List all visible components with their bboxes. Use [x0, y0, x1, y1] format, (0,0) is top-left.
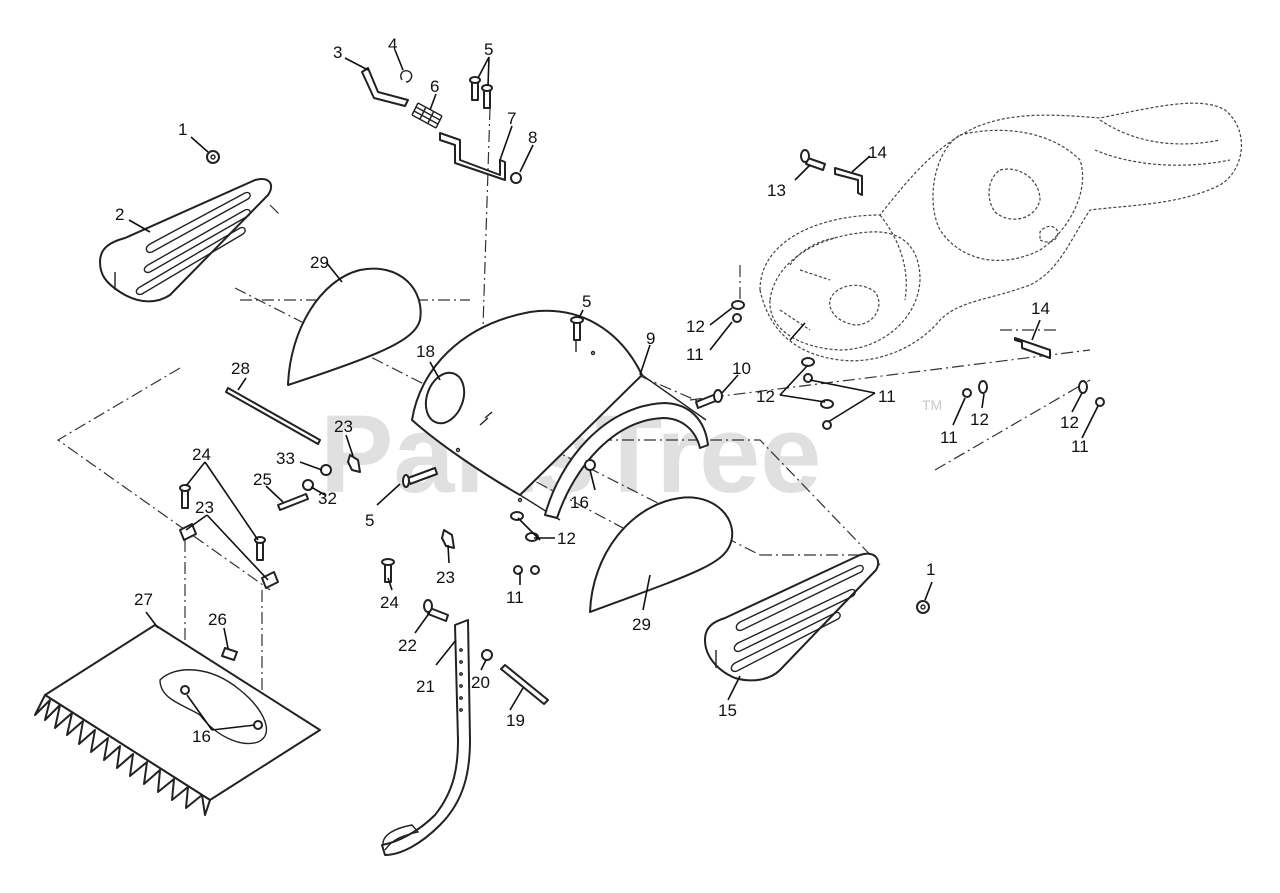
- callout-24-upper: 24: [192, 445, 211, 464]
- callout-12-lower: 12: [557, 529, 576, 548]
- callout-12-right-b: 12: [1060, 413, 1079, 432]
- callout-24-lower: 24: [380, 593, 399, 612]
- left-side-shield[interactable]: [99, 178, 273, 303]
- callout-5-top: 5: [484, 40, 493, 59]
- hood-arched-flap[interactable]: [544, 402, 709, 519]
- callout-23-lower: 23: [436, 568, 455, 587]
- callout-15: 15: [718, 701, 737, 720]
- callout-1-lower: 1: [926, 560, 935, 579]
- pin-19[interactable]: [500, 664, 549, 705]
- nut-16-group[interactable]: [180, 459, 596, 730]
- hex-nut-1-upper[interactable]: [206, 150, 220, 164]
- callout-16-hood: 16: [570, 493, 589, 512]
- callout-8: 8: [528, 128, 537, 147]
- retaining-clip[interactable]: [400, 70, 413, 83]
- axle-pin-28[interactable]: [225, 387, 321, 445]
- callout-12-upper-left: 12: [686, 317, 705, 336]
- callout-11-right-b: 11: [1071, 437, 1089, 456]
- watermark-trademark: TM: [922, 397, 942, 413]
- washer-12-group[interactable]: [510, 300, 1088, 542]
- compression-spring[interactable]: [411, 102, 443, 129]
- clamp-center[interactable]: [347, 454, 361, 473]
- callout-20: 20: [471, 673, 490, 692]
- key-26[interactable]: [221, 647, 238, 661]
- bolt-13[interactable]: [800, 149, 826, 171]
- bolt-22[interactable]: [423, 599, 449, 622]
- callout-11-lower: 11: [506, 588, 524, 607]
- leader-lines: [128, 49, 1099, 731]
- callout-19: 19: [506, 711, 525, 730]
- clamp-lower[interactable]: [441, 529, 455, 549]
- washer-33[interactable]: [320, 464, 332, 476]
- bolt-24-lower[interactable]: [381, 558, 395, 583]
- drag-shield[interactable]: [34, 624, 321, 816]
- callout-5-hood: 5: [582, 292, 591, 311]
- hood-decal[interactable]: [419, 367, 471, 428]
- callout-3: 3: [333, 43, 342, 62]
- callout-21: 21: [416, 677, 435, 696]
- left-side-guard[interactable]: [287, 267, 422, 386]
- hex-nut-1-lower[interactable]: [916, 600, 930, 614]
- callout-27: 27: [134, 590, 153, 609]
- callout-numbers: 1 1 2 3 4 5 5 5 6 7 8 9 10 11 11 11 11 1…: [115, 35, 1089, 746]
- callout-29-right: 29: [632, 615, 651, 634]
- callout-13: 13: [767, 181, 786, 200]
- callout-18: 18: [416, 342, 435, 361]
- clamp-left-pair[interactable]: [179, 523, 279, 589]
- callout-14-upper: 14: [868, 143, 887, 162]
- callout-33: 33: [276, 449, 295, 468]
- callout-4: 4: [388, 35, 397, 54]
- callout-6: 6: [430, 77, 439, 96]
- callout-12-right-a: 12: [970, 410, 989, 429]
- callout-25: 25: [253, 470, 272, 489]
- nut-11-group[interactable]: [513, 313, 1105, 575]
- right-side-shield[interactable]: [704, 552, 880, 682]
- callout-23-left: 23: [195, 498, 214, 517]
- callout-11-right-a: 11: [940, 428, 958, 447]
- right-side-guard[interactable]: [589, 496, 733, 613]
- callout-14-lower: 14: [1031, 299, 1050, 318]
- callout-1-upper: 1: [178, 120, 187, 139]
- bracket-upper[interactable]: [834, 167, 863, 196]
- latch-bracket[interactable]: [439, 132, 506, 181]
- callout-11-center: 11: [878, 387, 896, 406]
- bolt-24-upper[interactable]: [179, 484, 266, 561]
- callout-5-side: 5: [365, 511, 374, 530]
- callout-29-left: 29: [310, 253, 329, 272]
- hood-bolt[interactable]: [570, 316, 584, 341]
- callout-28: 28: [231, 359, 250, 378]
- side-bolt[interactable]: [402, 467, 438, 488]
- engine-housing-outline: [759, 102, 1243, 362]
- callout-16-drag: 16: [192, 727, 211, 746]
- latch-nut[interactable]: [510, 172, 522, 184]
- depth-bar[interactable]: [381, 619, 471, 856]
- bolt-top-pair[interactable]: [469, 76, 493, 109]
- callout-11-upper-left: 11: [686, 345, 704, 364]
- callout-12-center: 12: [756, 387, 775, 406]
- bolt-10[interactable]: [695, 389, 723, 409]
- callout-10: 10: [732, 359, 751, 378]
- small-hardware: [479, 340, 577, 426]
- pin-25[interactable]: [277, 493, 309, 511]
- callout-2: 2: [115, 205, 124, 224]
- washer-32[interactable]: [302, 479, 314, 491]
- callout-23-center: 23: [334, 417, 353, 436]
- latch-rod[interactable]: [361, 67, 409, 107]
- callout-32: 32: [318, 489, 337, 508]
- callout-26: 26: [208, 610, 227, 629]
- nut-20[interactable]: [481, 649, 493, 661]
- callout-22: 22: [398, 636, 417, 655]
- callout-9: 9: [646, 329, 655, 348]
- callout-7: 7: [507, 109, 516, 128]
- bracket-lower[interactable]: [1014, 337, 1051, 359]
